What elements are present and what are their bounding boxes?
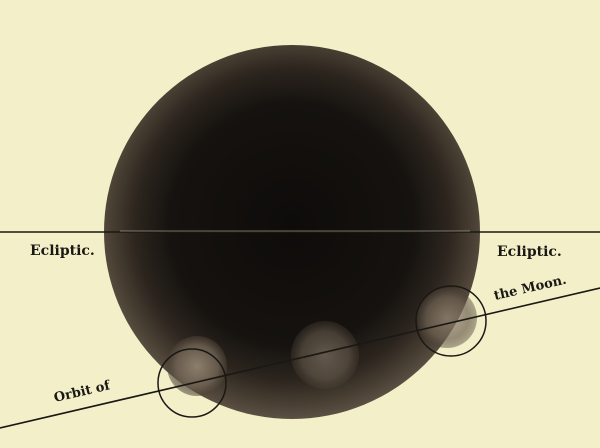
moon-shaded-middle xyxy=(291,321,359,389)
ecliptic-label-right: Ecliptic. xyxy=(497,244,562,260)
moon-orbit-line xyxy=(0,287,600,429)
moon-shaded-right xyxy=(417,288,477,348)
moon-outline-right xyxy=(415,285,487,357)
moon-outline-left xyxy=(157,348,227,418)
ecliptic-label-left: Ecliptic. xyxy=(30,243,95,259)
